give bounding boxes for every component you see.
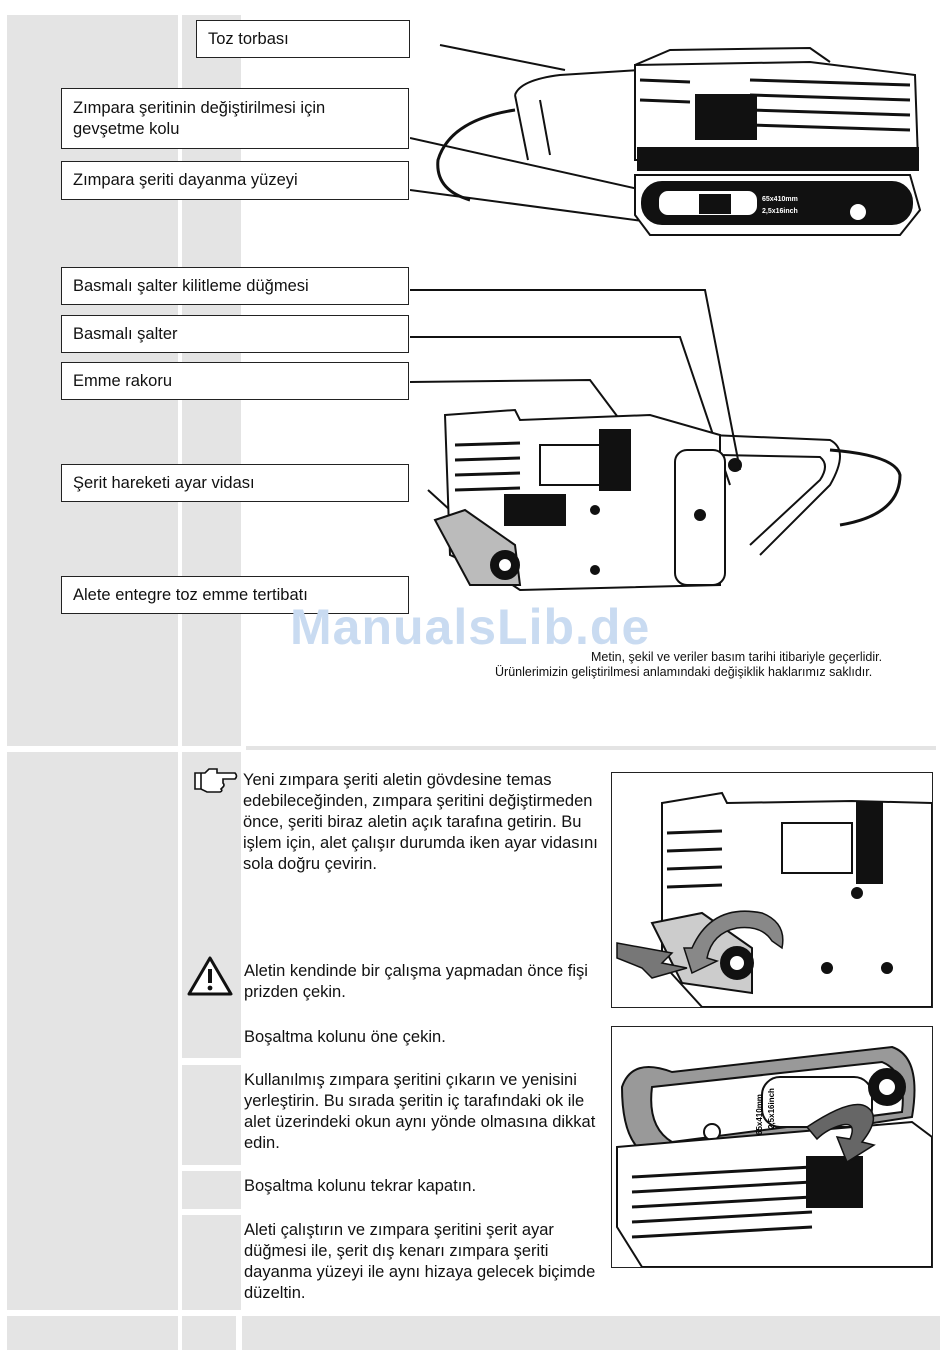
figure-belt-change-drawing: 65x410mm 2,5x16inch (616, 1045, 932, 1267)
label-trigger-lock-button-text: Basmalı şalter kilitleme düğmesi (73, 276, 309, 295)
plate-text-mm: 65x410mm (762, 196, 798, 203)
label-belt-tracking-screw: Şerit hareketi ayar vidası (61, 464, 409, 502)
inner-cell-2 (182, 1065, 241, 1165)
instruction-step-3: Boşaltma kolunu tekrar kapatın. (244, 1177, 477, 1195)
label-release-lever-text: Zımpara şeritinin değiştirilmesi için ge… (73, 98, 326, 138)
label-release-lever: Zımpara şeritinin değiştirilmesi için ge… (61, 88, 409, 149)
watermark: ManualsLib.de (290, 599, 651, 655)
plate-text-rotated-mm: 65x410mm (755, 1094, 764, 1135)
inner-cell-3 (182, 1171, 241, 1209)
pointing-hand-icon (194, 768, 238, 793)
label-suction-nozzle: Emme rakoru (61, 362, 409, 400)
label-dust-extraction-text: Alete entegre toz emme tertibatı (73, 585, 308, 604)
label-belt-support-surface-text: Zımpara şeriti dayanma yüzeyi (73, 171, 298, 189)
warning-triangle-icon (187, 956, 233, 996)
figure-belt-change: 65x410mm 2,5x16inch (611, 1026, 933, 1268)
footer-bar-left (7, 1316, 178, 1350)
sander-rear-illustration (410, 289, 902, 592)
figure-tracking-screw (611, 772, 933, 1008)
inner-cell-1 (182, 752, 241, 1058)
instruction-warning: Aletin kendinde bir çalışma yapmadan önc… (244, 962, 588, 1001)
label-suction-nozzle-text: Emme rakoru (73, 371, 173, 390)
footer-bar-right (242, 1316, 940, 1350)
section-divider (246, 746, 936, 750)
label-belt-support-surface: Zımpara şeriti dayanma yüzeyi (61, 161, 409, 200)
label-dust-bag-text: Toz torbası (208, 29, 289, 48)
instruction-step-4: Aleti çalıştırın ve zımpara şeritini şer… (244, 1221, 596, 1302)
inner-cell-4 (182, 1215, 241, 1310)
footer-bar-mid (182, 1316, 236, 1350)
left-margin-column-bottom (7, 752, 178, 1310)
label-belt-tracking-screw-text: Şerit hareketi ayar vidası (73, 473, 255, 492)
label-trigger-switch-text: Basmalı şalter (73, 324, 178, 343)
plate-text-rotated-inch: 2,5x16inch (767, 1088, 776, 1129)
label-dust-extraction: Alete entegre toz emme tertibatı (61, 576, 409, 614)
label-dust-bag: Toz torbası (196, 20, 410, 58)
revision-notice: Metin, şekil ve veriler basım tarihi iti… (495, 650, 883, 679)
figure-tracking-screw-drawing (616, 791, 932, 1007)
instruction-step-2: Kullanılmış zımpara şeritini çıkarın ve … (244, 1071, 596, 1152)
plate-text-inch: 2,5x16inch (762, 208, 798, 215)
sander-side-illustration: 65x410mm 2,5x16inch (410, 44, 922, 236)
label-trigger-lock-button: Basmalı şalter kilitleme düğmesi (61, 267, 409, 305)
instruction-step-1: Boşaltma kolunu öne çekin. (244, 1028, 446, 1046)
label-trigger-switch: Basmalı şalter (61, 315, 409, 353)
instruction-hint: Yeni zımpara şeriti aletin gövdesine tem… (243, 771, 598, 873)
